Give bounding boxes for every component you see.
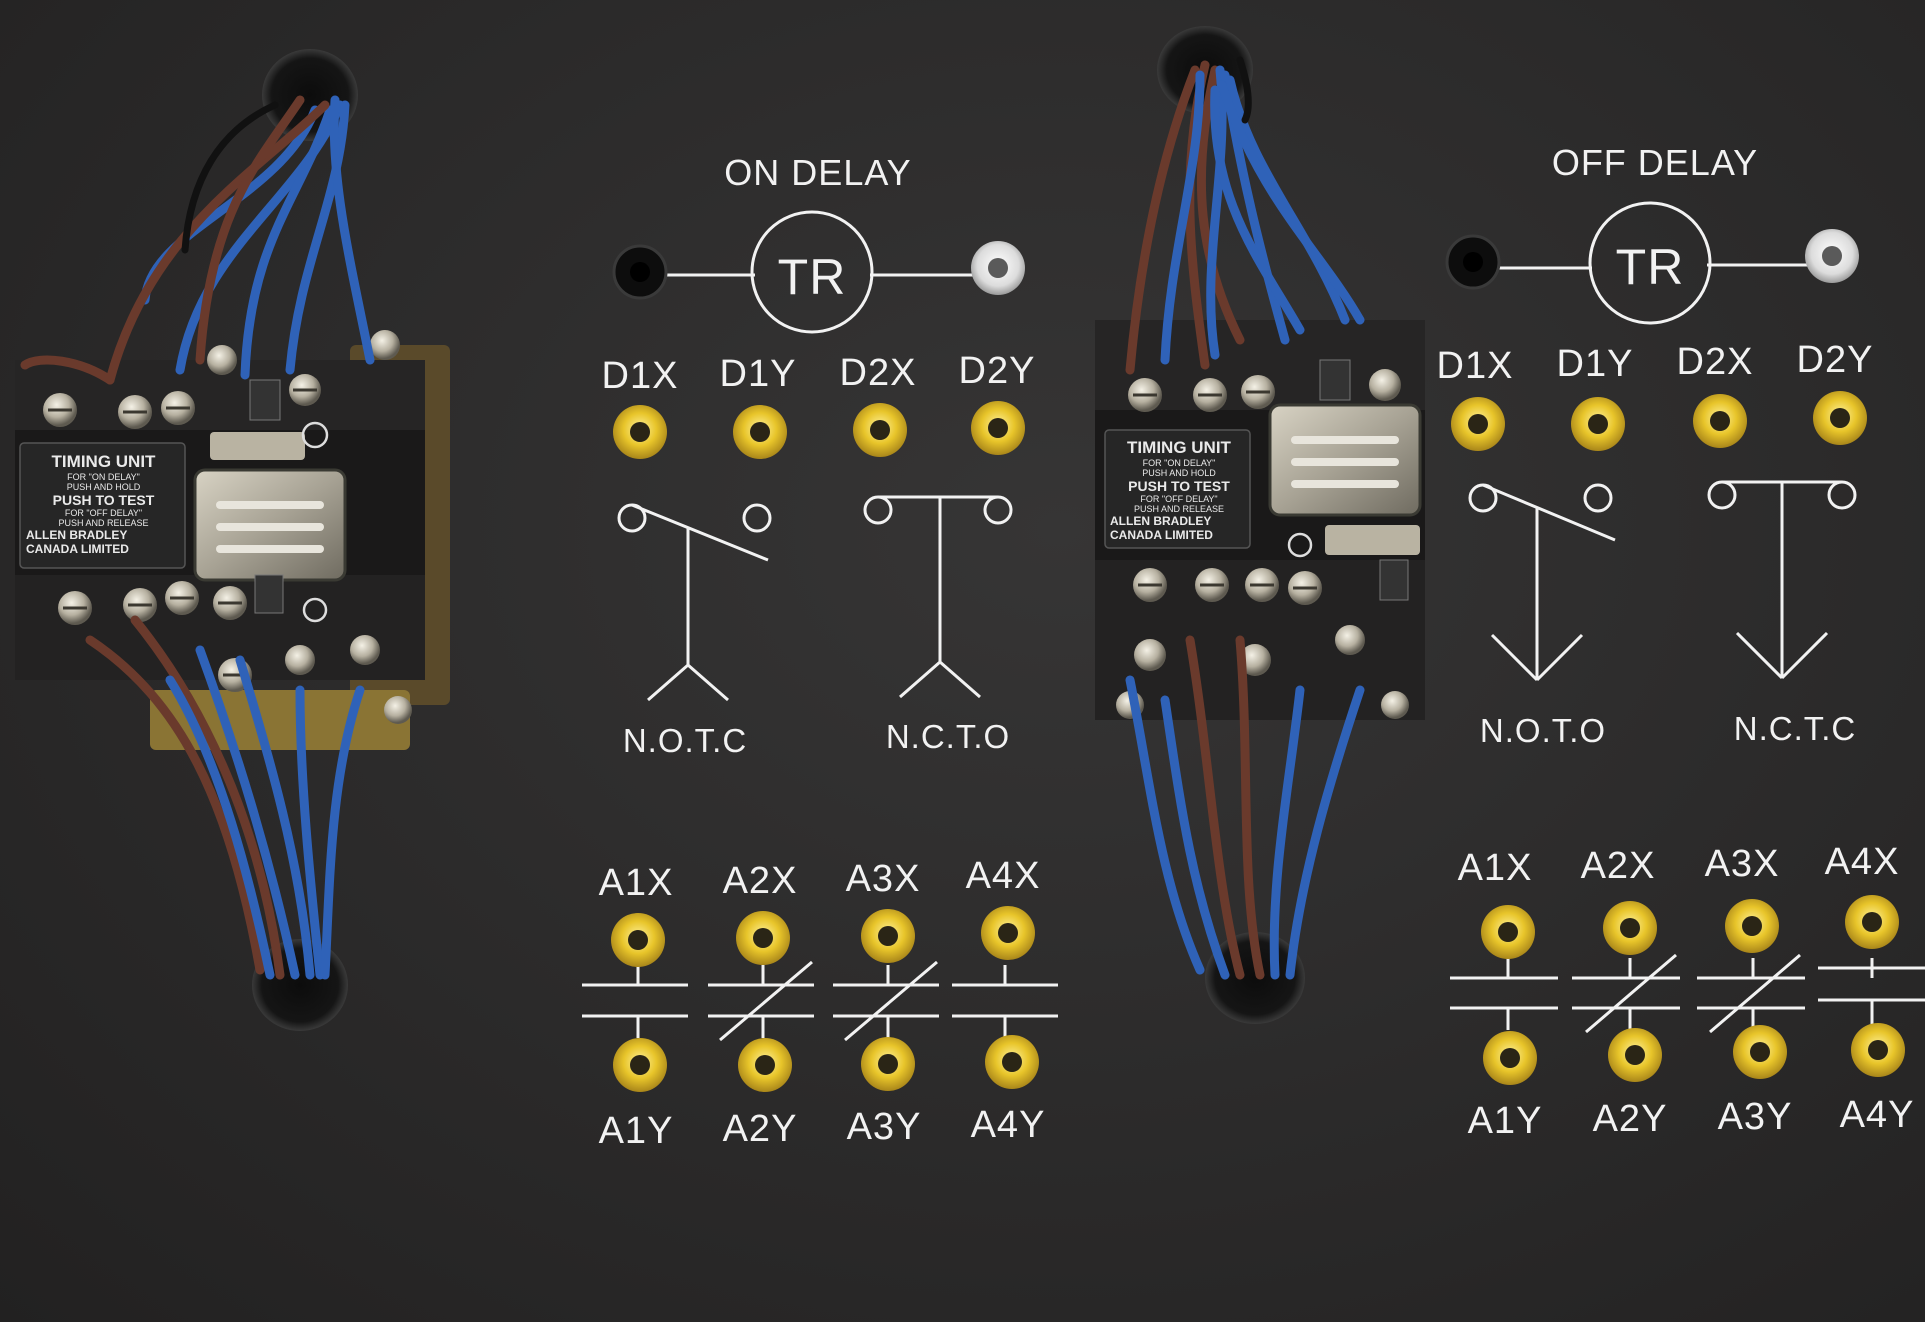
relay-right-line4: PUSH AND RELEASE <box>1133 504 1225 514</box>
on-delay-d2x-label: D2X <box>839 352 917 394</box>
relay-right-line2: PUSH AND HOLD <box>1142 468 1216 478</box>
on-delay-a1x-label: A1X <box>598 862 674 904</box>
on-delay-ncto-label: N.C.T.O <box>885 718 1011 755</box>
relay-left-line3: FOR "OFF DELAY" <box>64 508 143 518</box>
off-delay-d2y-label: D2Y <box>1796 339 1874 381</box>
on-delay-a3y-label: A3Y <box>846 1106 922 1148</box>
on-delay-a4y-label: A4Y <box>970 1104 1046 1146</box>
off-delay-a4y-label: A4Y <box>1839 1094 1915 1136</box>
on-delay-a2x-label: A2X <box>722 860 798 902</box>
on-delay-a4x-label: A4X <box>965 855 1041 897</box>
relay-left-line2: PUSH AND HOLD <box>66 482 141 492</box>
off-delay-d1x-label: D1X <box>1436 345 1514 387</box>
off-delay-d1y-label: D1Y <box>1556 343 1634 385</box>
relay-left-mfr2: CANADA LIMITED <box>26 542 129 556</box>
timing-relay-right <box>1095 56 1425 980</box>
relay-left-label-title: TIMING UNIT <box>51 452 156 471</box>
coil-terminals <box>612 229 1859 300</box>
relay-left-mfr1: ALLEN BRADLEY <box>26 528 128 542</box>
off-delay-a3x-label: A3X <box>1704 843 1780 885</box>
on-delay-coil-label: TR <box>777 249 847 305</box>
off-delay-a3y-label: A3Y <box>1717 1096 1793 1138</box>
relay-left-line1: FOR "ON DELAY" <box>67 472 140 482</box>
relay-right-label-title: TIMING UNIT <box>1127 438 1231 457</box>
on-delay-a1y-label: A1Y <box>598 1110 674 1152</box>
on-delay-d1x-label: D1X <box>601 355 679 397</box>
on-delay-a2y-label: A2Y <box>722 1108 798 1150</box>
on-delay-d2y-label: D2Y <box>958 350 1036 392</box>
off-delay-a1y-label: A1Y <box>1467 1100 1543 1142</box>
off-delay-title: OFF DELAY <box>1551 142 1759 183</box>
relay-right-line1: FOR "ON DELAY" <box>1142 458 1216 468</box>
on-delay-notc-label: N.O.T.C <box>622 722 748 759</box>
off-delay-noto-label: N.O.T.O <box>1479 712 1607 749</box>
off-delay-a1x-label: A1X <box>1457 847 1533 889</box>
on-delay-a3x-label: A3X <box>845 858 921 900</box>
off-delay-nctc-label: N.C.T.C <box>1733 710 1857 747</box>
off-delay-a2y-label: A2Y <box>1592 1098 1668 1140</box>
relay-right-mfr1: ALLEN BRADLEY <box>1110 514 1212 528</box>
off-delay-schematic <box>1450 201 1925 1034</box>
on-delay-schematic <box>582 210 1058 1042</box>
relay-left-line4: PUSH AND RELEASE <box>58 518 149 528</box>
on-delay-d1y-label: D1Y <box>719 353 797 395</box>
off-delay-coil-label: TR <box>1615 239 1685 295</box>
off-delay-d2x-label: D2X <box>1676 341 1754 383</box>
timing-relay-left <box>15 95 450 980</box>
relay-left-push: PUSH TO TEST <box>52 492 155 508</box>
on-delay-title: ON DELAY <box>724 152 912 193</box>
relay-right-label-plate: TIMING UNIT FOR "ON DELAY" PUSH AND HOLD… <box>1110 438 1248 542</box>
yellow-terminals <box>611 391 1905 1092</box>
relay-right-mfr2: CANADA LIMITED <box>1110 528 1213 542</box>
relay-right-line3: FOR "OFF DELAY" <box>1140 494 1218 504</box>
relay-right-push: PUSH TO TEST <box>1128 478 1230 494</box>
off-delay-a4x-label: A4X <box>1824 841 1900 883</box>
off-delay-a2x-label: A2X <box>1580 845 1656 887</box>
relay-left-label-plate: TIMING UNIT FOR "ON DELAY" PUSH AND HOLD… <box>26 452 181 556</box>
